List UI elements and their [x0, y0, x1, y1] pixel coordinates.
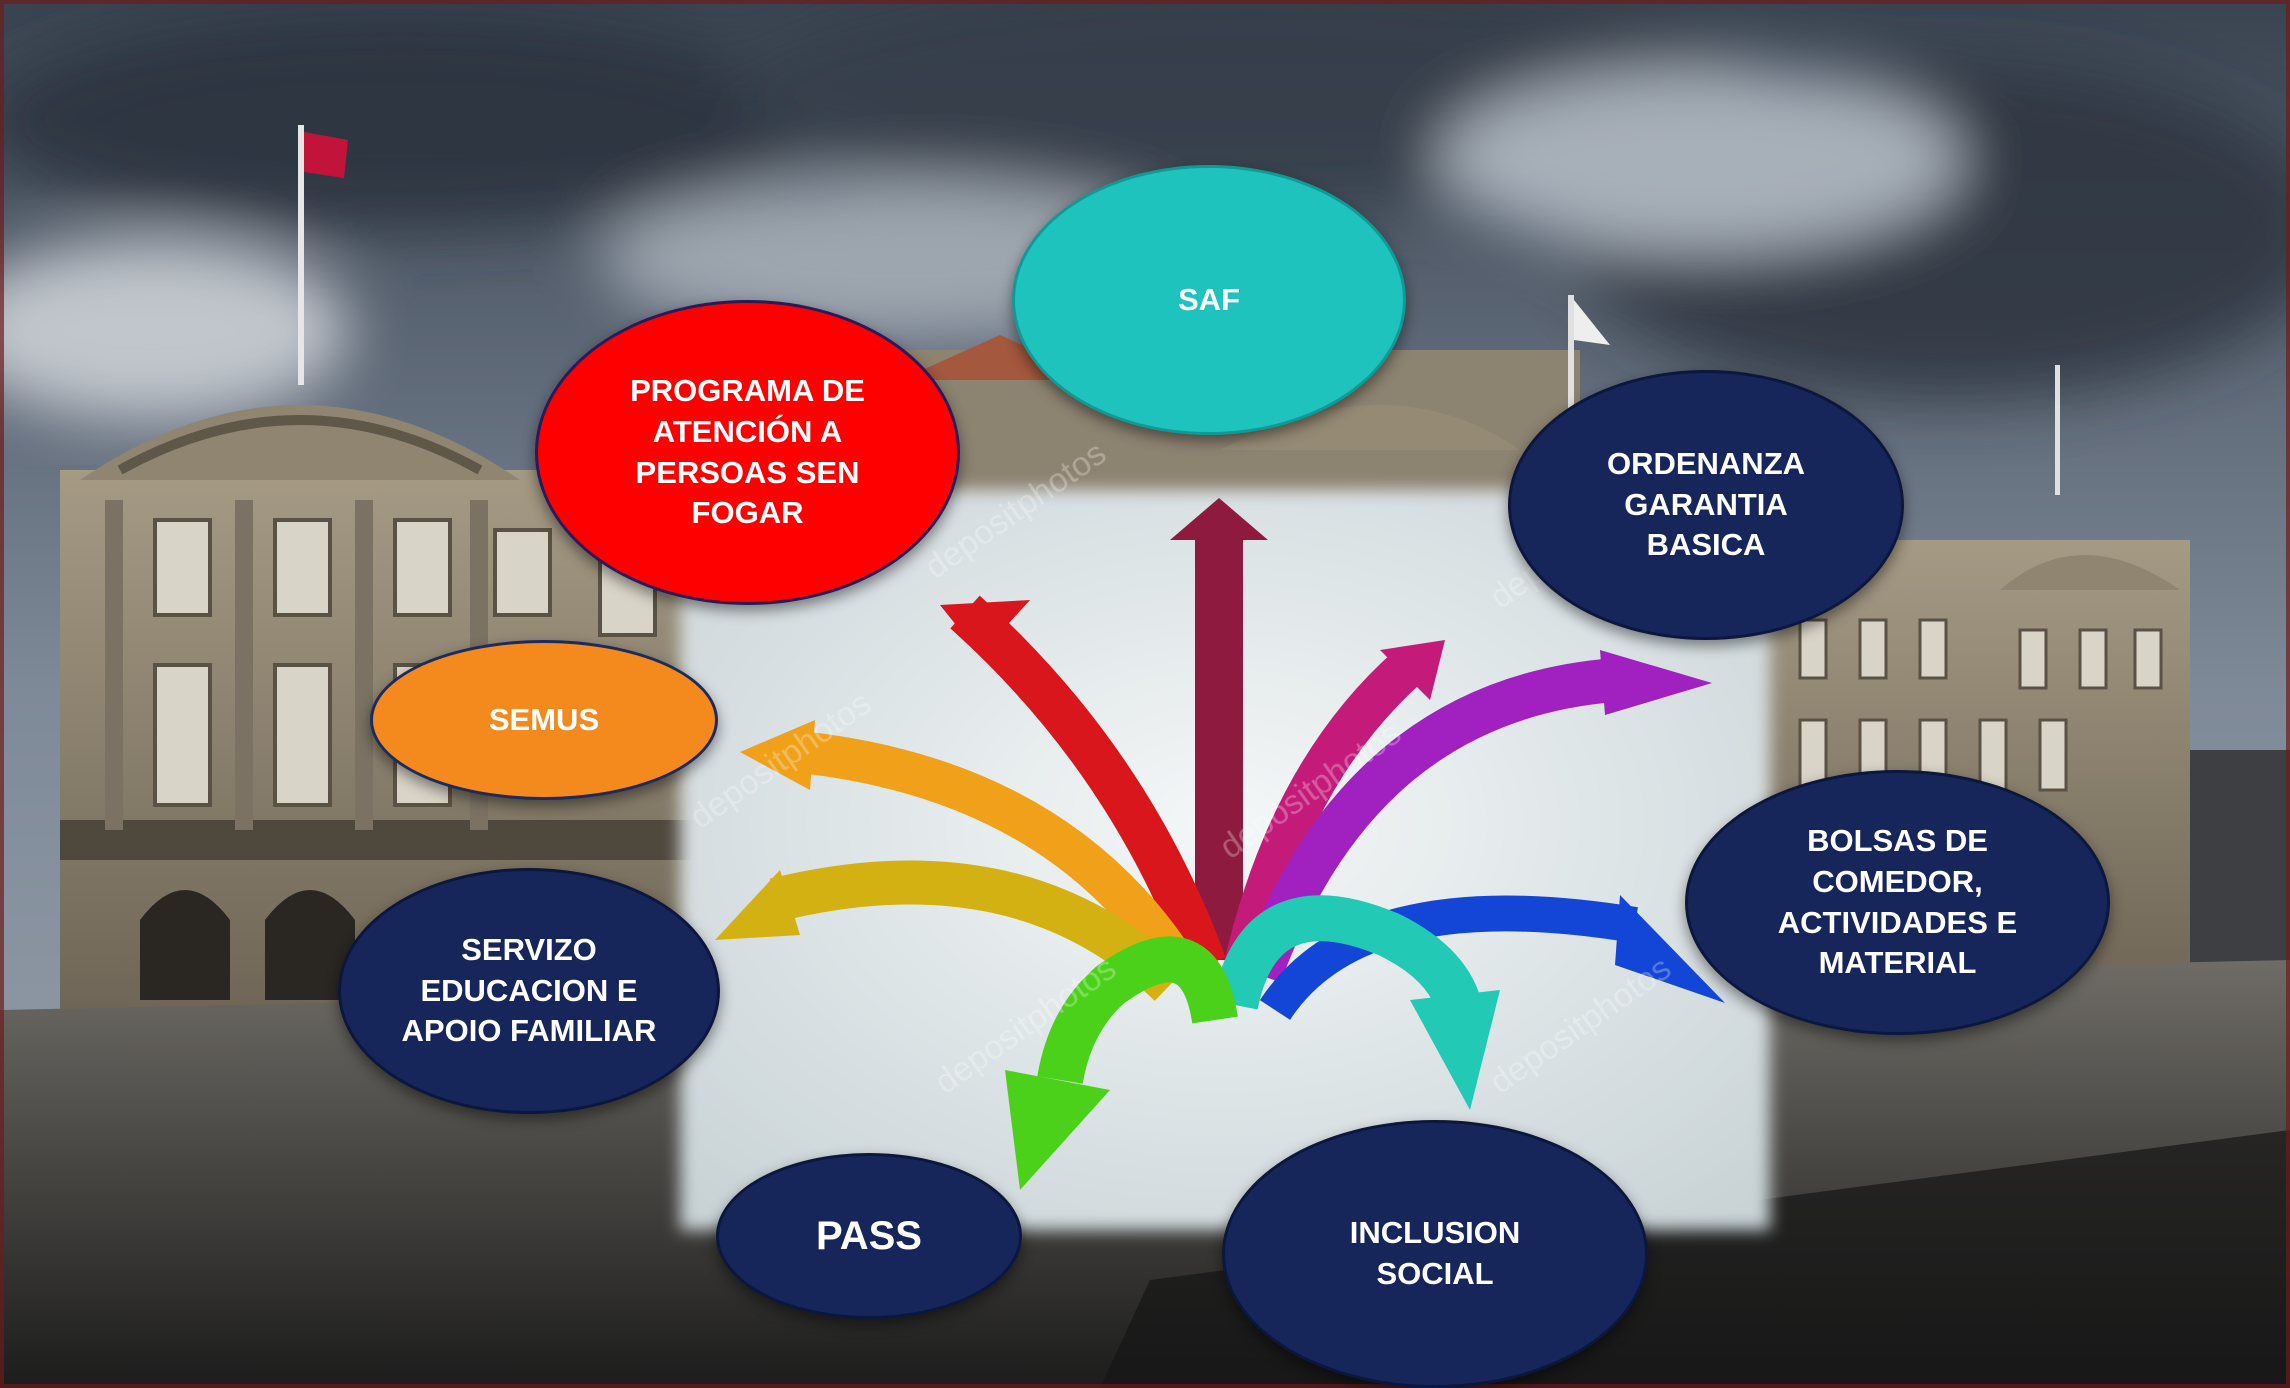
- radiating-arrows: [715, 498, 1725, 1190]
- node-ordenanza-label: ORDENANZA GARANTIA BASICA: [1606, 445, 1806, 563]
- node-saf: SAF: [1012, 165, 1406, 435]
- arrow-red: [940, 595, 1226, 973]
- node-saf-label: SAF: [1178, 281, 1240, 317]
- node-bolsas-label: BOLSAS DE COMEDOR, ACTIVIDADES E MATERIA…: [1777, 822, 2018, 981]
- node-bolsas: BOLSAS DE COMEDOR, ACTIVIDADES E MATERIA…: [1685, 770, 2110, 1035]
- node-inclusion: INCLUSION SOCIAL: [1222, 1120, 1648, 1388]
- node-servizo-label: SERVIZO EDUCACION E APOIO FAMILIAR: [401, 931, 657, 1049]
- arrow-cyan: [1212, 895, 1500, 1110]
- node-servizo: SERVIZO EDUCACION E APOIO FAMILIAR: [338, 868, 720, 1114]
- node-pass: PASS: [716, 1153, 1022, 1319]
- arrow-up: [1170, 498, 1268, 960]
- node-programa: PROGRAMA DE ATENCIÓN A PERSOAS SEN FOGAR: [535, 300, 960, 605]
- arrow-orange: [740, 720, 1198, 982]
- node-pass-label: PASS: [816, 1213, 922, 1258]
- node-inclusion-label: INCLUSION SOCIAL: [1349, 1215, 1521, 1291]
- arrow-green: [1005, 936, 1238, 1190]
- node-semus: SEMUS: [370, 640, 718, 800]
- node-semus-label: SEMUS: [488, 701, 600, 737]
- node-programa-label: PROGRAMA DE ATENCIÓN A PERSOAS SEN FOGAR: [630, 372, 865, 531]
- node-ordenanza: ORDENANZA GARANTIA BASICA: [1508, 370, 1904, 640]
